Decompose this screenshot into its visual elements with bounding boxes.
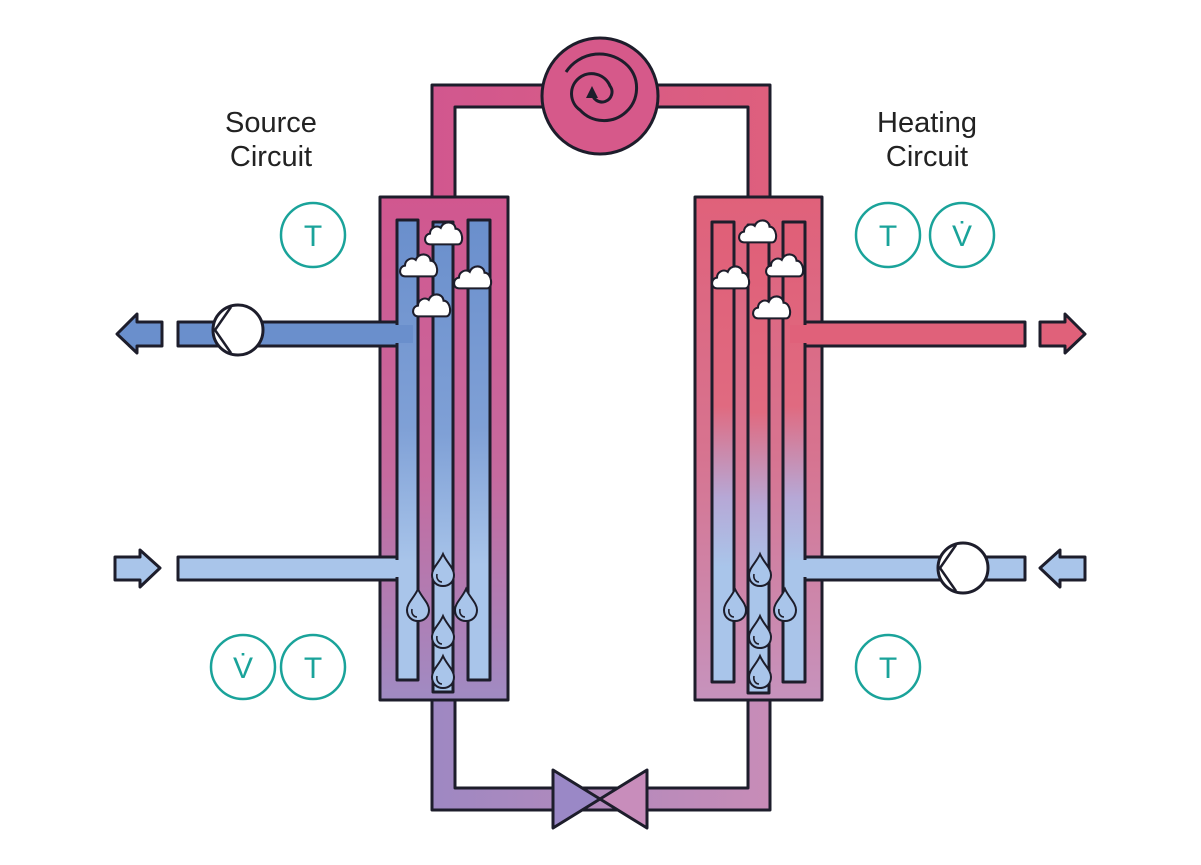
heating-inlet-arrow-icon <box>1038 548 1087 589</box>
heating-circuit-label: Circuit <box>886 141 968 173</box>
heating-inlet-pipe <box>800 555 1027 582</box>
heating-flow-sensor: V̇ <box>928 201 996 269</box>
source-pump-icon <box>211 303 265 357</box>
svg-text:T: T <box>879 220 897 253</box>
svg-text:T: T <box>304 220 322 253</box>
refrigerant-pipe-bottom <box>430 696 772 812</box>
compressor-icon <box>540 36 660 156</box>
expansion-valve-icon <box>551 768 649 830</box>
source-temperature-sensor-bottom: T <box>279 633 347 701</box>
heating-pump-icon <box>936 541 990 595</box>
condenser-heat-exchanger <box>693 195 1027 702</box>
source-temperature-sensor-top: T <box>279 201 347 269</box>
source-outlet-pipe <box>176 320 402 348</box>
heating-outlet-pipe <box>800 320 1027 348</box>
heating-temperature-sensor-bottom: T <box>854 633 922 701</box>
svg-text:V̇: V̇ <box>952 220 972 253</box>
svg-text:T: T <box>304 652 322 685</box>
heating-temperature-sensor-top: T <box>854 201 922 269</box>
source-outlet-arrow-icon <box>115 312 164 355</box>
source-flow-sensor: V̇ <box>209 633 277 701</box>
heating-circuit-label: Heating <box>877 107 977 139</box>
source-inlet-arrow-icon <box>113 548 162 589</box>
svg-text:V̇: V̇ <box>233 652 253 685</box>
source-circuit-label: Circuit <box>230 141 312 173</box>
source-circuit-label: Source <box>225 107 317 139</box>
evaporator-heat-exchanger <box>176 195 510 702</box>
heating-outlet-arrow-icon <box>1038 312 1087 355</box>
svg-text:T: T <box>879 652 897 685</box>
source-inlet-pipe <box>176 555 402 582</box>
